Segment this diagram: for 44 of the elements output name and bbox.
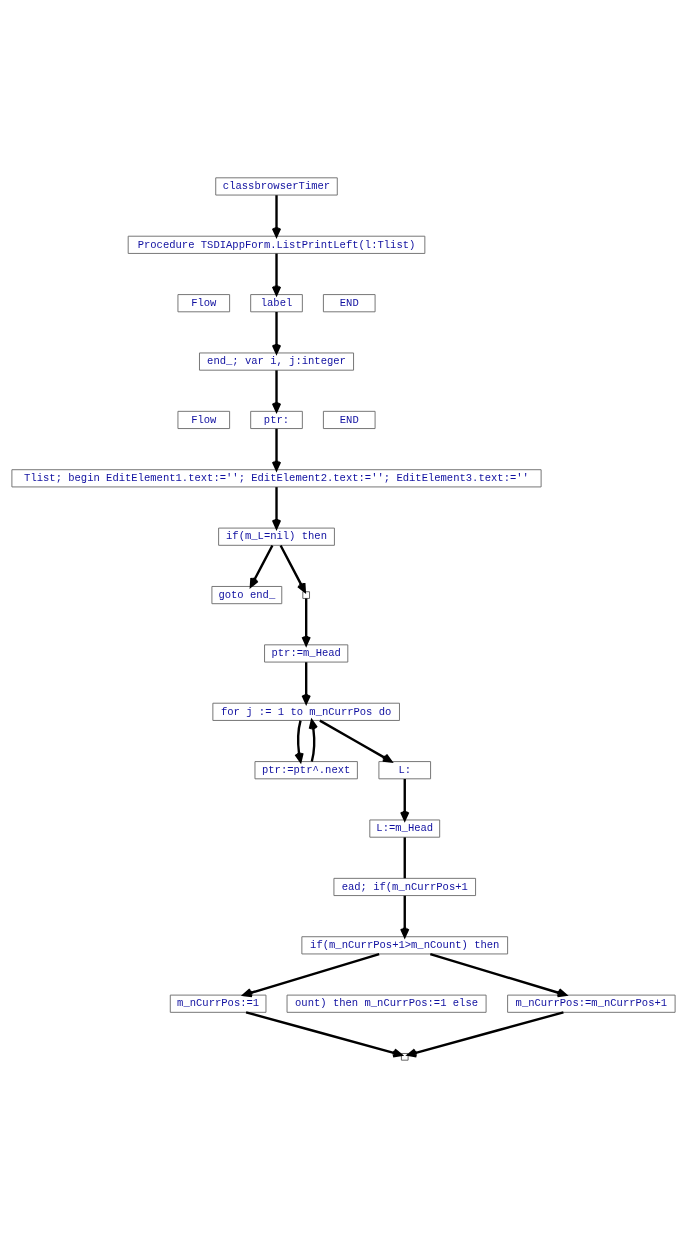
arrow	[249, 544, 274, 588]
node-box: for j := 1 to m_nCurrPos do	[212, 702, 400, 721]
arrow	[301, 597, 311, 646]
connector	[403, 836, 406, 878]
arrow	[271, 253, 282, 296]
node-box: if(m_nCurrPos+1>m_nCount) then	[301, 935, 509, 954]
arrow	[319, 719, 393, 763]
node-box	[302, 590, 310, 599]
arrow	[279, 544, 306, 593]
arrow	[400, 895, 410, 938]
node-box: goto end_	[211, 585, 283, 604]
node-box: end_; var i, j:integer	[199, 351, 355, 371]
node-box: if(m_L=nil) then	[218, 527, 335, 546]
node-box: ead; if(m_nCurrPos+1	[333, 877, 477, 896]
node-box: classbrowserTimer	[215, 176, 338, 196]
node-box: Flow	[177, 410, 231, 429]
node-box: m_nCurrPos:=1	[169, 994, 267, 1013]
arrow	[400, 778, 410, 821]
node-box	[400, 1052, 409, 1061]
node-box: ptr:=m_Head	[264, 643, 349, 663]
arrow	[271, 428, 282, 471]
arrow	[294, 719, 304, 763]
node-box: ount) then m_nCurrPos:=1 else	[286, 994, 487, 1013]
arrow	[429, 952, 567, 997]
node-box: label	[250, 293, 303, 312]
arrow	[242, 952, 380, 997]
node-box: ptr:=ptr^.next	[254, 760, 358, 779]
node-box: ptr:	[250, 410, 303, 429]
node-box: m_nCurrPos:=m_nCurrPos+1	[507, 994, 676, 1013]
arrow	[271, 194, 282, 237]
node-box: Tlist; begin EditElement1.text:=''; EditElement2.text:=''; EditElement3.text:=''	[11, 468, 542, 487]
arrow	[308, 718, 318, 762]
node-box: Procedure TSDIAppForm.ListPrintLeft(l:Tlist)	[127, 235, 426, 254]
node-box: END	[322, 410, 376, 429]
arrow	[271, 311, 282, 354]
node-box: END	[322, 293, 376, 312]
arrow	[406, 1010, 564, 1057]
node-box: L:=m_Head	[369, 819, 441, 838]
node-box: Flow	[177, 293, 231, 312]
arrow	[301, 661, 311, 704]
arrow	[271, 369, 282, 412]
node-box: L:	[378, 760, 432, 779]
arrow	[245, 1010, 403, 1057]
arrow	[271, 486, 282, 529]
